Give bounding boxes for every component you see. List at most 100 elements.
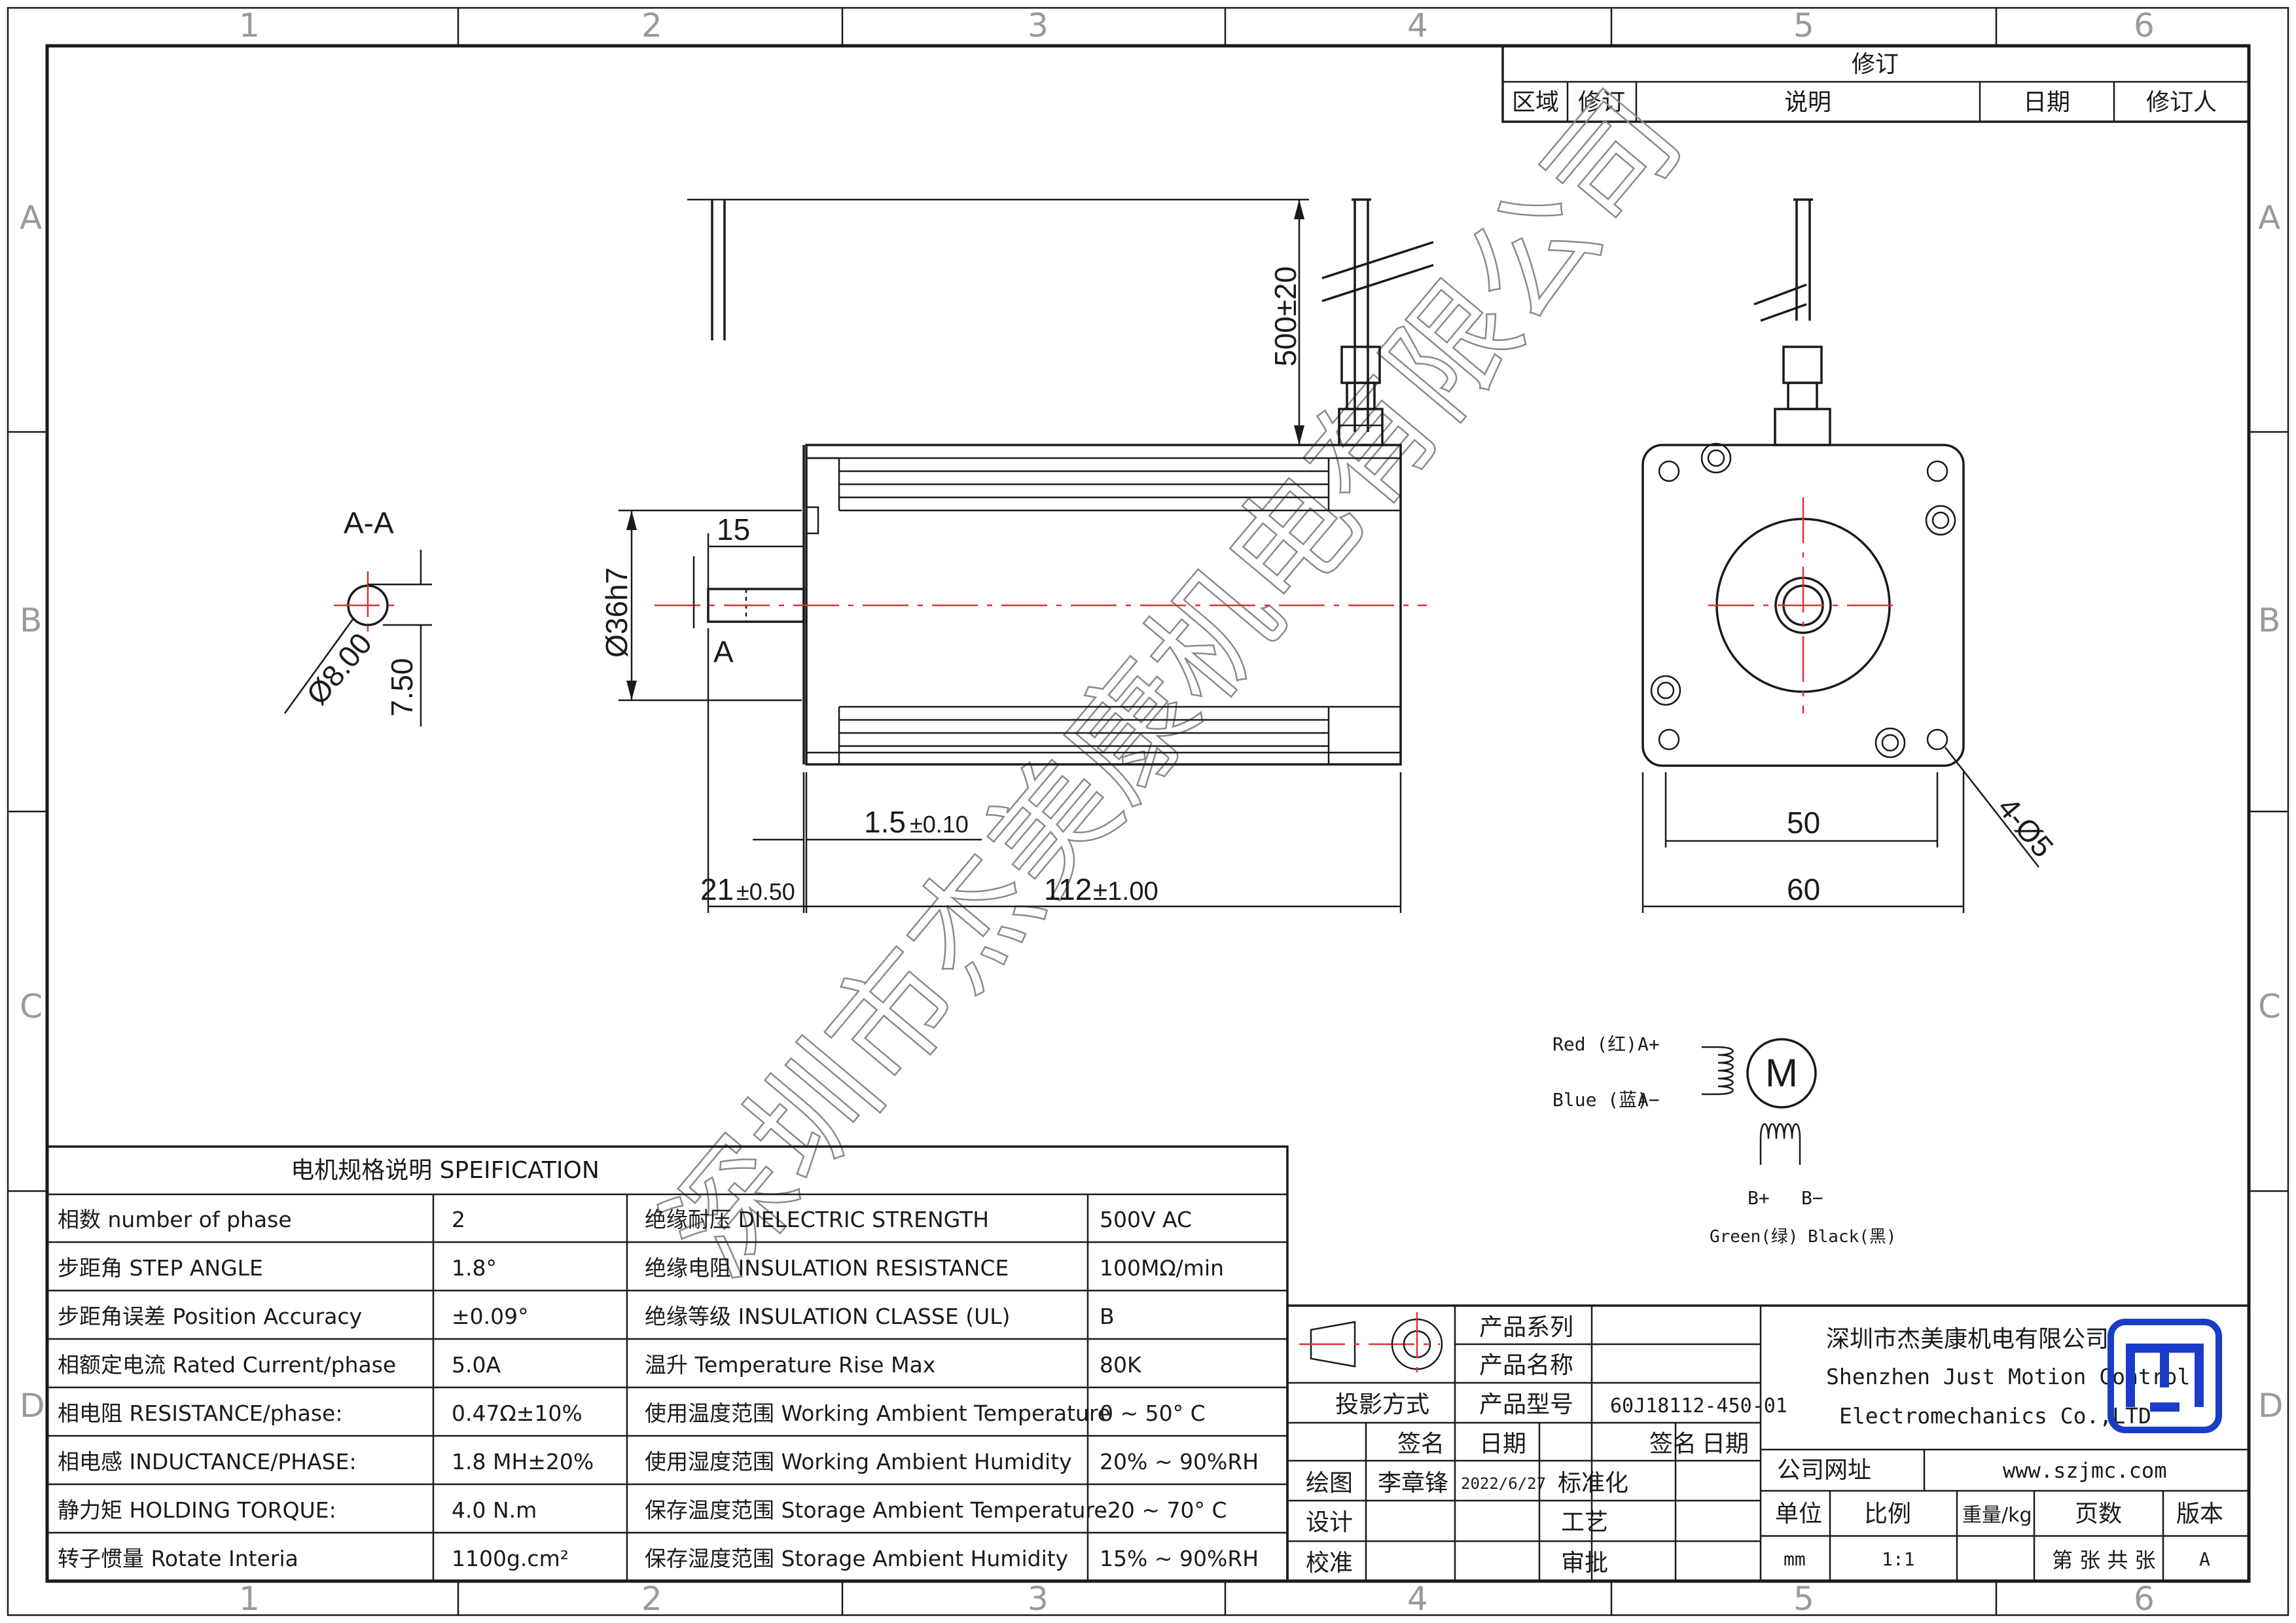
dim-flange-width: 60: [1787, 872, 1820, 906]
wire-red-label: Red (红): [1552, 1033, 1637, 1055]
tb-check: 校准: [1306, 1550, 1353, 1577]
revision-header-rev: 修订: [1578, 89, 1625, 116]
tb-pages: 第 张 共 张: [2052, 1548, 2156, 1573]
spec-value-left: 1100g.cm²: [452, 1546, 569, 1571]
dim-flange: 1.5: [864, 805, 906, 839]
tb-drawer: 李章锋: [1378, 1470, 1448, 1497]
dim-shaft-tol: ±0.50: [736, 878, 795, 905]
tb-design: 设计: [1306, 1509, 1353, 1536]
zone-row-c-right: C: [2258, 988, 2281, 1026]
spec-value-left: ±0.09°: [452, 1304, 529, 1329]
tb-date: 日期: [1479, 1431, 1526, 1457]
spec-param-left: 相电阻 RESISTANCE/phase:: [58, 1400, 342, 1426]
revision-header-desc: 说明: [1784, 89, 1831, 116]
zone-col-3-bottom: 3: [1028, 1580, 1049, 1618]
tb-product-model-label: 产品型号: [1479, 1391, 1573, 1418]
tb-sign-2: 签名: [1649, 1431, 1696, 1457]
section-marker-a: A: [713, 635, 734, 669]
dim-flange-tol: ±0.10: [910, 811, 969, 838]
zone-col-4: 4: [1407, 7, 1428, 45]
wiring-diagram: M Red (红) A+ Blue (蓝) A− B+ B− Green(绿) …: [1552, 1033, 1897, 1247]
tb-unit: mm: [1784, 1548, 1806, 1570]
spec-value-right: 80K: [1100, 1352, 1142, 1378]
company-logo-mark: [2126, 1344, 2204, 1412]
tb-version: A: [2199, 1548, 2210, 1570]
spec-value-left: 1.8°: [452, 1255, 497, 1281]
tb-company-en-1: Shenzhen Just Motion Control: [1826, 1364, 2190, 1389]
zone-col-4-bottom: 4: [1407, 1580, 1428, 1618]
spec-param-left: 相额定电流 Rated Current/phase: [58, 1352, 396, 1378]
zone-row-c: C: [20, 988, 43, 1026]
spec-param-right: 绝缘耐压 DIELECTRIC STRENGTH: [645, 1207, 989, 1232]
spec-param-right: 保存湿度范围 Storage Ambient Humidity: [645, 1546, 1068, 1571]
tb-scale-label: 比例: [1864, 1501, 1911, 1527]
spec-value-left: 2: [452, 1207, 465, 1232]
company-watermark: 深圳市杰美康机电有限公司: [638, 65, 1708, 1302]
wire-b-minus: B−: [1801, 1187, 1823, 1209]
spec-param-right: 保存温度范围 Storage Ambient Temperature: [645, 1497, 1107, 1523]
zone-col-6-bottom: 6: [2134, 1580, 2155, 1618]
revision-header-area: 区域: [1512, 89, 1559, 116]
tb-website-label: 公司网址: [1777, 1457, 1871, 1484]
tb-scale: 1:1: [1882, 1548, 1915, 1570]
dim-mounting-holes: 4-Ø5: [1991, 791, 2060, 864]
spec-value-right: 500V AC: [1100, 1207, 1192, 1232]
front-view: 50 60 4-Ø5: [1641, 198, 2060, 913]
spec-value-left: 1.8 MH±20%: [452, 1449, 594, 1474]
tb-sign: 签名: [1397, 1431, 1444, 1457]
spec-value-left: 0.47Ω±10%: [452, 1400, 583, 1426]
section-dim-flat: 7.50: [385, 658, 419, 717]
zone-row-a: A: [20, 199, 42, 237]
tb-product-series: 产品系列: [1479, 1314, 1573, 1341]
spec-param-left: 相电感 INDUCTANCE/PHASE:: [58, 1449, 357, 1474]
tb-approve: 审批: [1561, 1550, 1608, 1577]
tb-draw-date: 2022/6/27: [1461, 1474, 1546, 1493]
title-block: 产品系列 产品名称 产品型号 60J18112-450-01 投影方式 签名 日…: [1286, 1304, 2250, 1582]
dim-cable-length: 500±20: [1268, 266, 1302, 366]
dim-shaft-diameter: Ø36h7: [600, 567, 634, 658]
tb-website: www.szjmc.com: [2003, 1458, 2166, 1483]
wire-green-label: Green(绿): [1710, 1227, 1799, 1247]
spec-value-right: B: [1100, 1304, 1115, 1329]
zone-col-2-bottom: 2: [641, 1580, 662, 1618]
wire-a-plus: A+: [1638, 1033, 1660, 1055]
wire-black-label: Black(黑): [1808, 1227, 1897, 1247]
tb-company-zh: 深圳市杰美康机电有限公司: [1826, 1326, 2109, 1353]
wire-blue-label: Blue (蓝): [1552, 1089, 1648, 1111]
spec-value-left: 4.0 N.m: [452, 1497, 537, 1523]
dim-flat-length: 15: [717, 512, 750, 546]
dim-body-tol: ±1.00: [1093, 877, 1158, 906]
tb-date-2: 日期: [1702, 1431, 1749, 1457]
tb-projection: 投影方式: [1335, 1391, 1429, 1418]
zone-col-5-bottom: 5: [1793, 1580, 1814, 1618]
tb-draw: 绘图: [1306, 1470, 1353, 1497]
section-label: A-A: [344, 506, 394, 540]
zone-ticks: [8, 8, 2288, 1615]
spec-value-right: 15% ~ 90%RH: [1100, 1546, 1259, 1571]
revision-header-reviser: 修订人: [2146, 89, 2217, 116]
zone-labels: 1 2 3 4 5 6 1 2 3 4 5 6 A B C D A B C D: [20, 7, 2284, 1618]
zone-col-2: 2: [641, 7, 662, 45]
motor-symbol: [1746, 1038, 1817, 1109]
spec-value-right: 100MΩ/min: [1100, 1255, 1224, 1281]
tb-standard: 标准化: [1558, 1470, 1628, 1497]
motor-symbol-label: M: [1765, 1051, 1798, 1095]
zone-row-d: D: [20, 1387, 45, 1425]
zone-row-a-right: A: [2258, 199, 2280, 237]
spec-param-right: 绝缘等级 INSULATION CLASSE (UL): [645, 1304, 1011, 1329]
tb-product-name: 产品名称: [1479, 1352, 1573, 1379]
spec-param-left: 步距角误差 Position Accuracy: [58, 1304, 362, 1329]
zone-col-1: 1: [239, 7, 260, 45]
dim-body-length: 112: [1044, 872, 1092, 906]
spec-param-left: 步距角 STEP ANGLE: [58, 1255, 263, 1281]
spec-param-right: 使用温度范围 Working Ambient Temperature: [645, 1400, 1111, 1426]
tb-process: 工艺: [1561, 1509, 1608, 1536]
revision-table: 修订 区域 修订 说明 日期 修订人: [1501, 45, 2250, 123]
spec-param-left: 静力矩 HOLDING TORQUE:: [58, 1497, 336, 1523]
spec-value-right: -20 ~ 70° C: [1100, 1497, 1227, 1523]
tb-pages-label: 页数: [2075, 1501, 2122, 1527]
dim-hole-spacing: 50: [1787, 806, 1820, 840]
zone-row-d-right: D: [2258, 1387, 2284, 1425]
